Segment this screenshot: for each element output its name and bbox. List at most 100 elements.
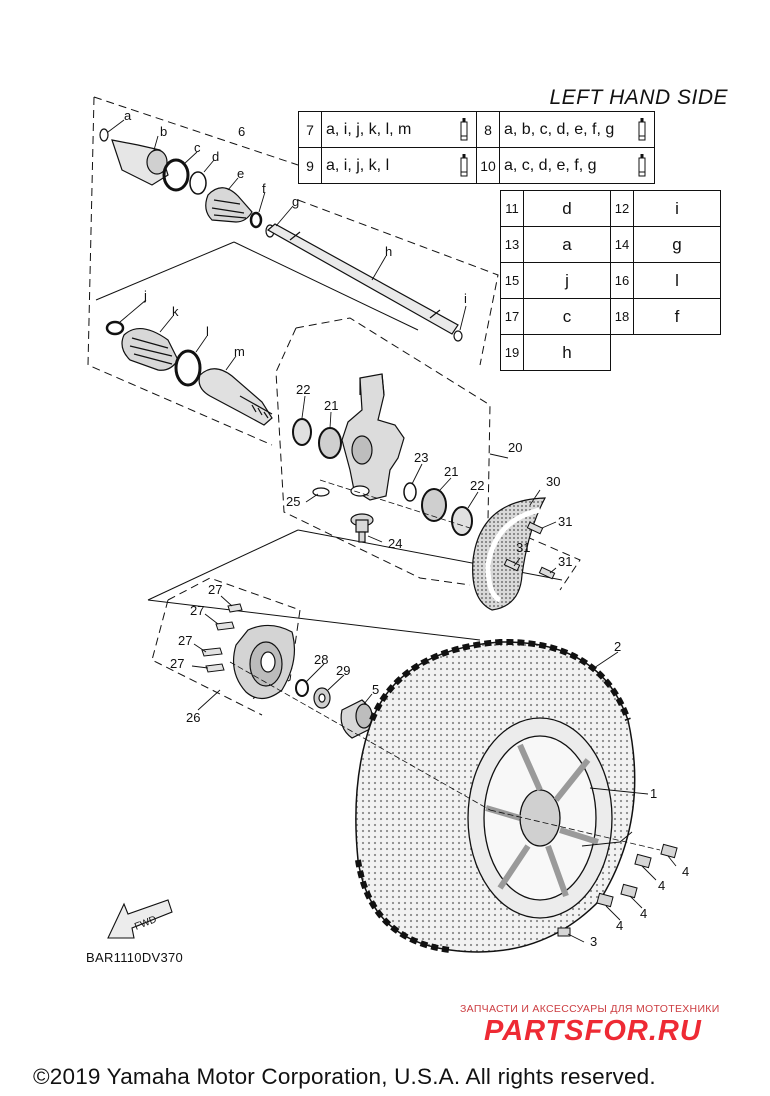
side-title: LEFT HAND SIDE bbox=[549, 86, 728, 109]
nut-29 bbox=[313, 687, 331, 709]
cv-joint-outer bbox=[99, 128, 169, 186]
ref-letter: c bbox=[523, 298, 611, 335]
callout-22-left: 22 bbox=[296, 382, 310, 397]
bolts-31 bbox=[503, 521, 556, 580]
empty-cell bbox=[611, 335, 721, 371]
ref-num: 14 bbox=[610, 226, 634, 263]
callout-4-d: 4 bbox=[616, 918, 623, 933]
lug-nuts-4 bbox=[596, 843, 678, 908]
callout-3: 3 bbox=[590, 934, 597, 949]
driveshaft-group-outline bbox=[87, 96, 499, 446]
knuckle-group-outline bbox=[275, 317, 581, 591]
rim-1 bbox=[467, 717, 613, 919]
bearing-21-right bbox=[421, 488, 447, 522]
ref-num: 18 bbox=[610, 298, 634, 335]
callout-labels: a b 6 c d e f g h i j k l m 22 21 20 23 … bbox=[124, 108, 689, 949]
callout-31-bottom: 31 bbox=[558, 554, 572, 569]
callout-1: 1 bbox=[650, 786, 657, 801]
ref-num: 16 bbox=[610, 262, 634, 299]
shaft-h bbox=[266, 223, 459, 335]
callout-j: j bbox=[143, 288, 147, 303]
callout-31-top: 31 bbox=[558, 514, 572, 529]
callout-21-left: 21 bbox=[324, 398, 338, 413]
ball-joint-24 bbox=[350, 513, 374, 543]
part-letter-table: 11 d 12 i 13 a 14 g 15 j 16 l 17 c 18 f … bbox=[500, 190, 721, 371]
callout-h: h bbox=[385, 244, 392, 259]
ref-letter: g bbox=[633, 226, 721, 263]
oil-seal-22-right bbox=[451, 506, 473, 536]
axis-lines bbox=[229, 479, 661, 851]
ref-num: 19 bbox=[500, 334, 524, 371]
callout-27-d: 27 bbox=[170, 656, 184, 671]
diagram-code: BAR1110DV370 bbox=[86, 950, 184, 965]
callout-25: 25 bbox=[286, 494, 300, 509]
callout-26: 26 bbox=[186, 710, 200, 725]
callout-l: l bbox=[206, 324, 209, 339]
watermark-logo: PARTSFOR.RU bbox=[484, 1015, 702, 1047]
callout-23: 23 bbox=[414, 450, 428, 465]
callout-b: b bbox=[160, 124, 167, 139]
callout-20: 20 bbox=[508, 440, 522, 455]
callout-29: 29 bbox=[336, 663, 350, 678]
circlip-d bbox=[189, 171, 207, 195]
ref-num: 10 bbox=[476, 147, 500, 184]
ref-num: 12 bbox=[610, 190, 634, 227]
brake-disc-30 bbox=[472, 497, 547, 611]
grease-tube-icon bbox=[460, 118, 468, 141]
ref-letter: j bbox=[523, 262, 611, 299]
callout-24: 24 bbox=[388, 536, 402, 551]
band-f bbox=[249, 211, 263, 229]
callout-4-a: 4 bbox=[682, 864, 689, 879]
circlip-23 bbox=[403, 482, 417, 502]
ref-num: 8 bbox=[476, 111, 500, 148]
ref-num: 9 bbox=[298, 147, 322, 184]
boot-e bbox=[205, 187, 253, 223]
valve-3 bbox=[557, 927, 571, 937]
band-j bbox=[105, 320, 125, 336]
callout-28: 28 bbox=[314, 652, 328, 667]
callout-k: k bbox=[172, 304, 179, 319]
callout-27-a: 27 bbox=[208, 582, 222, 597]
callout-27-c: 27 bbox=[178, 633, 192, 648]
clip-i bbox=[453, 330, 463, 342]
steering-knuckle bbox=[341, 373, 405, 501]
callout-f: f bbox=[262, 181, 266, 196]
callout-i: i bbox=[464, 291, 467, 306]
ref-num: 11 bbox=[500, 190, 524, 227]
grease-tube-icon bbox=[638, 154, 646, 177]
lubricant-reference-table: 7 a, i, j, k, l, m 8 a, b, c, d, e, f, g… bbox=[298, 111, 655, 184]
callout-a: a bbox=[124, 108, 132, 123]
callout-4-b: 4 bbox=[658, 878, 665, 893]
callout-22-right: 22 bbox=[470, 478, 484, 493]
callout-21-right: 21 bbox=[444, 464, 458, 479]
callout-5: 5 bbox=[372, 682, 379, 697]
grease-tube-icon bbox=[460, 154, 468, 177]
callout-d: d bbox=[212, 149, 219, 164]
bearing-21-left bbox=[318, 427, 342, 459]
ref-letter: a bbox=[523, 226, 611, 263]
ref-num: 13 bbox=[500, 226, 524, 263]
ref-letter: h bbox=[523, 334, 611, 371]
ref-letter: d bbox=[523, 190, 611, 227]
cv-joint-inner-m bbox=[198, 368, 273, 426]
wheel-hub-26 bbox=[233, 624, 295, 700]
callout-31-mid: 31 bbox=[516, 540, 530, 555]
callout-c: c bbox=[194, 140, 201, 155]
solid-group-lines bbox=[95, 241, 563, 641]
fwd-arrow-icon: FWD bbox=[107, 899, 173, 939]
washer-28 bbox=[295, 679, 309, 697]
callout-g: g bbox=[292, 194, 299, 209]
boot-k bbox=[121, 328, 179, 371]
copyright-notice: ©2019 Yamaha Motor Corporation, U.S.A. A… bbox=[33, 1064, 656, 1089]
ref-num: 17 bbox=[500, 298, 524, 335]
callout-30: 30 bbox=[546, 474, 560, 489]
grease-tube-icon bbox=[638, 118, 646, 141]
callout-e: e bbox=[237, 166, 244, 181]
ref-letter: i bbox=[633, 190, 721, 227]
ref-letters: a, i, j, k, l, m bbox=[321, 111, 477, 148]
callout-4-c: 4 bbox=[640, 906, 647, 921]
callout-27-b: 27 bbox=[190, 603, 204, 618]
watermark-tagline: ЗАПЧАСТИ И АКСЕССУАРЫ ДЛЯ МОТОТЕХНИКИ bbox=[460, 1003, 720, 1015]
callout-2: 2 bbox=[614, 639, 621, 654]
